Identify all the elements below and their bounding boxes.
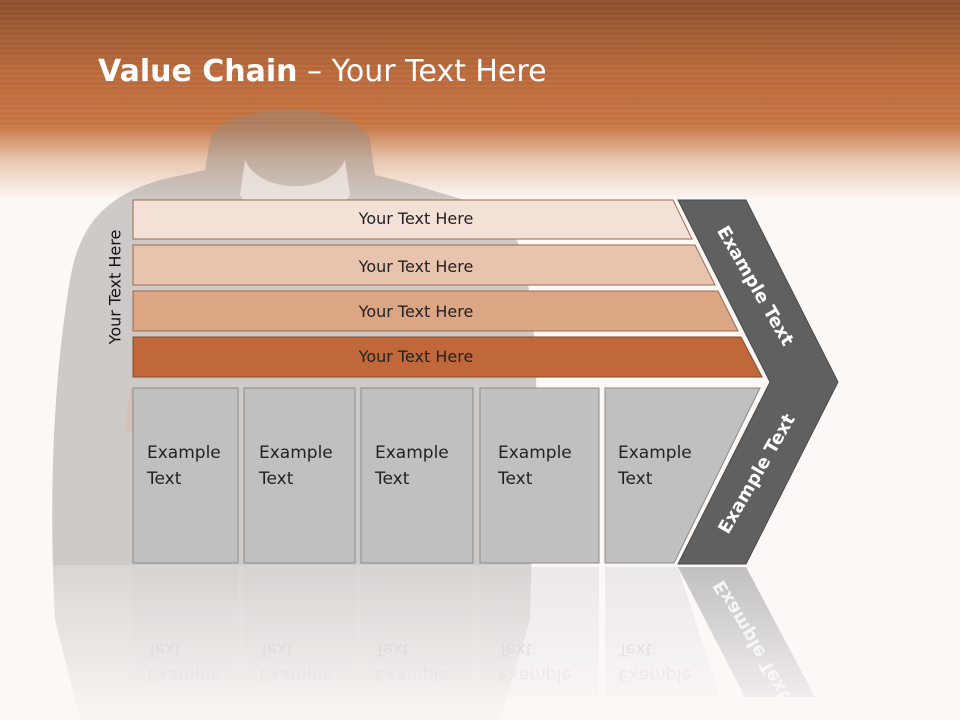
bar-3-shape	[132, 290, 739, 332]
bar-4-shape	[132, 336, 763, 378]
bar-3-label: Your Text Here	[358, 302, 474, 321]
bar-1-shape	[132, 199, 693, 240]
box-4-shape	[479, 387, 600, 564]
reflection-fade	[0, 565, 960, 720]
bar-1-label: Your Text Here	[358, 209, 474, 228]
title-bold: Value Chain	[98, 54, 298, 89]
box-2-shape	[243, 387, 356, 564]
box-5-shape	[604, 387, 761, 564]
chevron-arrow	[677, 199, 839, 565]
bar-2-shape	[132, 244, 716, 286]
page-title: Value Chain – Your Text Here	[98, 54, 547, 89]
bar-2-label: Your Text Here	[358, 257, 474, 276]
box-3-shape	[360, 387, 474, 564]
title-rest: – Your Text Here	[297, 54, 547, 89]
bar-4-label: Your Text Here	[358, 347, 474, 366]
header-texture	[0, 0, 960, 130]
box-1-shape	[132, 387, 239, 564]
header-band	[0, 0, 960, 200]
